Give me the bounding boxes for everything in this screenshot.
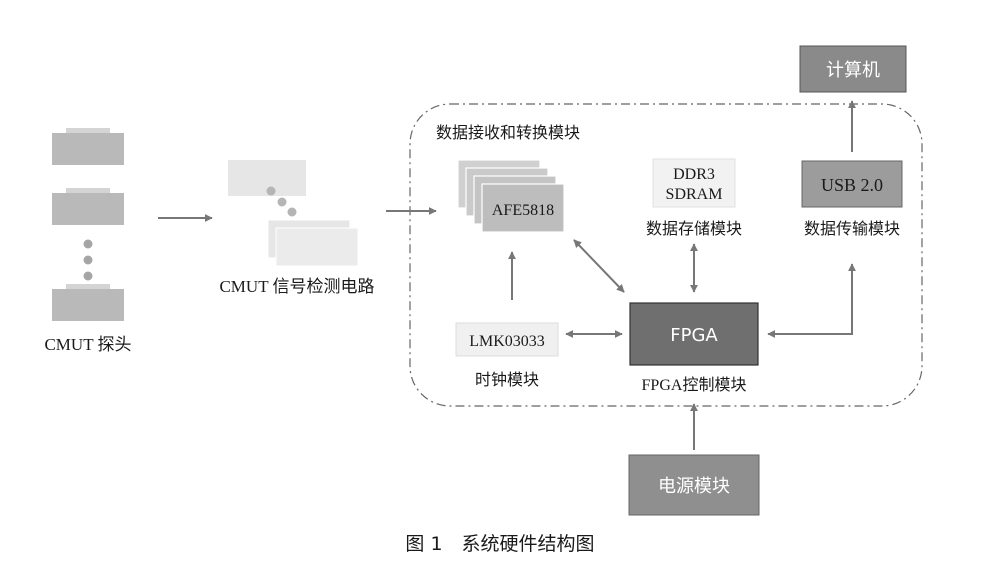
arrow-fpga-usb xyxy=(767,263,856,338)
probe-element-1 xyxy=(52,133,124,165)
circuit-dot-3 xyxy=(287,207,297,217)
afe-chip-front xyxy=(481,183,565,233)
circuit-label: CMUT 信号检测电路 xyxy=(219,277,374,296)
fpga-caption: FPGA控制模块 xyxy=(642,376,747,394)
usb-label: USB 2.0 xyxy=(821,175,883,195)
computer-label: 计算机 xyxy=(826,60,880,81)
module-boundary xyxy=(409,103,923,407)
power-box xyxy=(628,454,760,516)
lmk-box xyxy=(455,322,559,357)
computer-box xyxy=(799,45,907,93)
lmk-caption: 时钟模块 xyxy=(475,370,539,389)
circuit-dot-1 xyxy=(266,186,276,196)
probe-element-2 xyxy=(52,193,124,225)
probe-label: CMUT 探头 xyxy=(44,335,131,354)
probe-element-1-top xyxy=(66,128,110,133)
arrow-afe-fpga xyxy=(573,239,625,293)
ddr-label-line1: DDR3 xyxy=(673,166,715,183)
probe-ellipsis-dot-1 xyxy=(83,239,93,249)
module-title: 数据接收和转换模块 xyxy=(436,123,580,142)
fpga-label: FPGA xyxy=(670,325,718,346)
afe5818-block xyxy=(457,159,565,233)
cmut-circuit xyxy=(228,160,359,267)
probe-ellipsis-dot-3 xyxy=(83,271,93,281)
usb-caption: 数据传输模块 xyxy=(804,219,900,238)
ddr-box xyxy=(652,158,736,208)
fpga-box xyxy=(629,302,759,366)
afe-label: AFE5818 xyxy=(492,202,554,219)
probe-element-3-top xyxy=(66,284,110,289)
probe-element-2-top xyxy=(66,188,110,193)
probe-ellipsis-dot-2 xyxy=(83,255,93,265)
ddr-label-line2: SDRAM xyxy=(666,186,723,203)
circuit-board-3 xyxy=(275,227,359,267)
figure-caption: 图 1 系统硬件结构图 xyxy=(405,533,594,555)
ddr-caption: 数据存储模块 xyxy=(646,219,742,238)
cmut-probe xyxy=(52,128,124,321)
power-label: 电源模块 xyxy=(658,476,730,497)
lmk-label: LMK03033 xyxy=(469,333,545,350)
probe-element-3 xyxy=(52,289,124,321)
circuit-dot-2 xyxy=(277,197,287,207)
usb-box xyxy=(801,160,903,208)
